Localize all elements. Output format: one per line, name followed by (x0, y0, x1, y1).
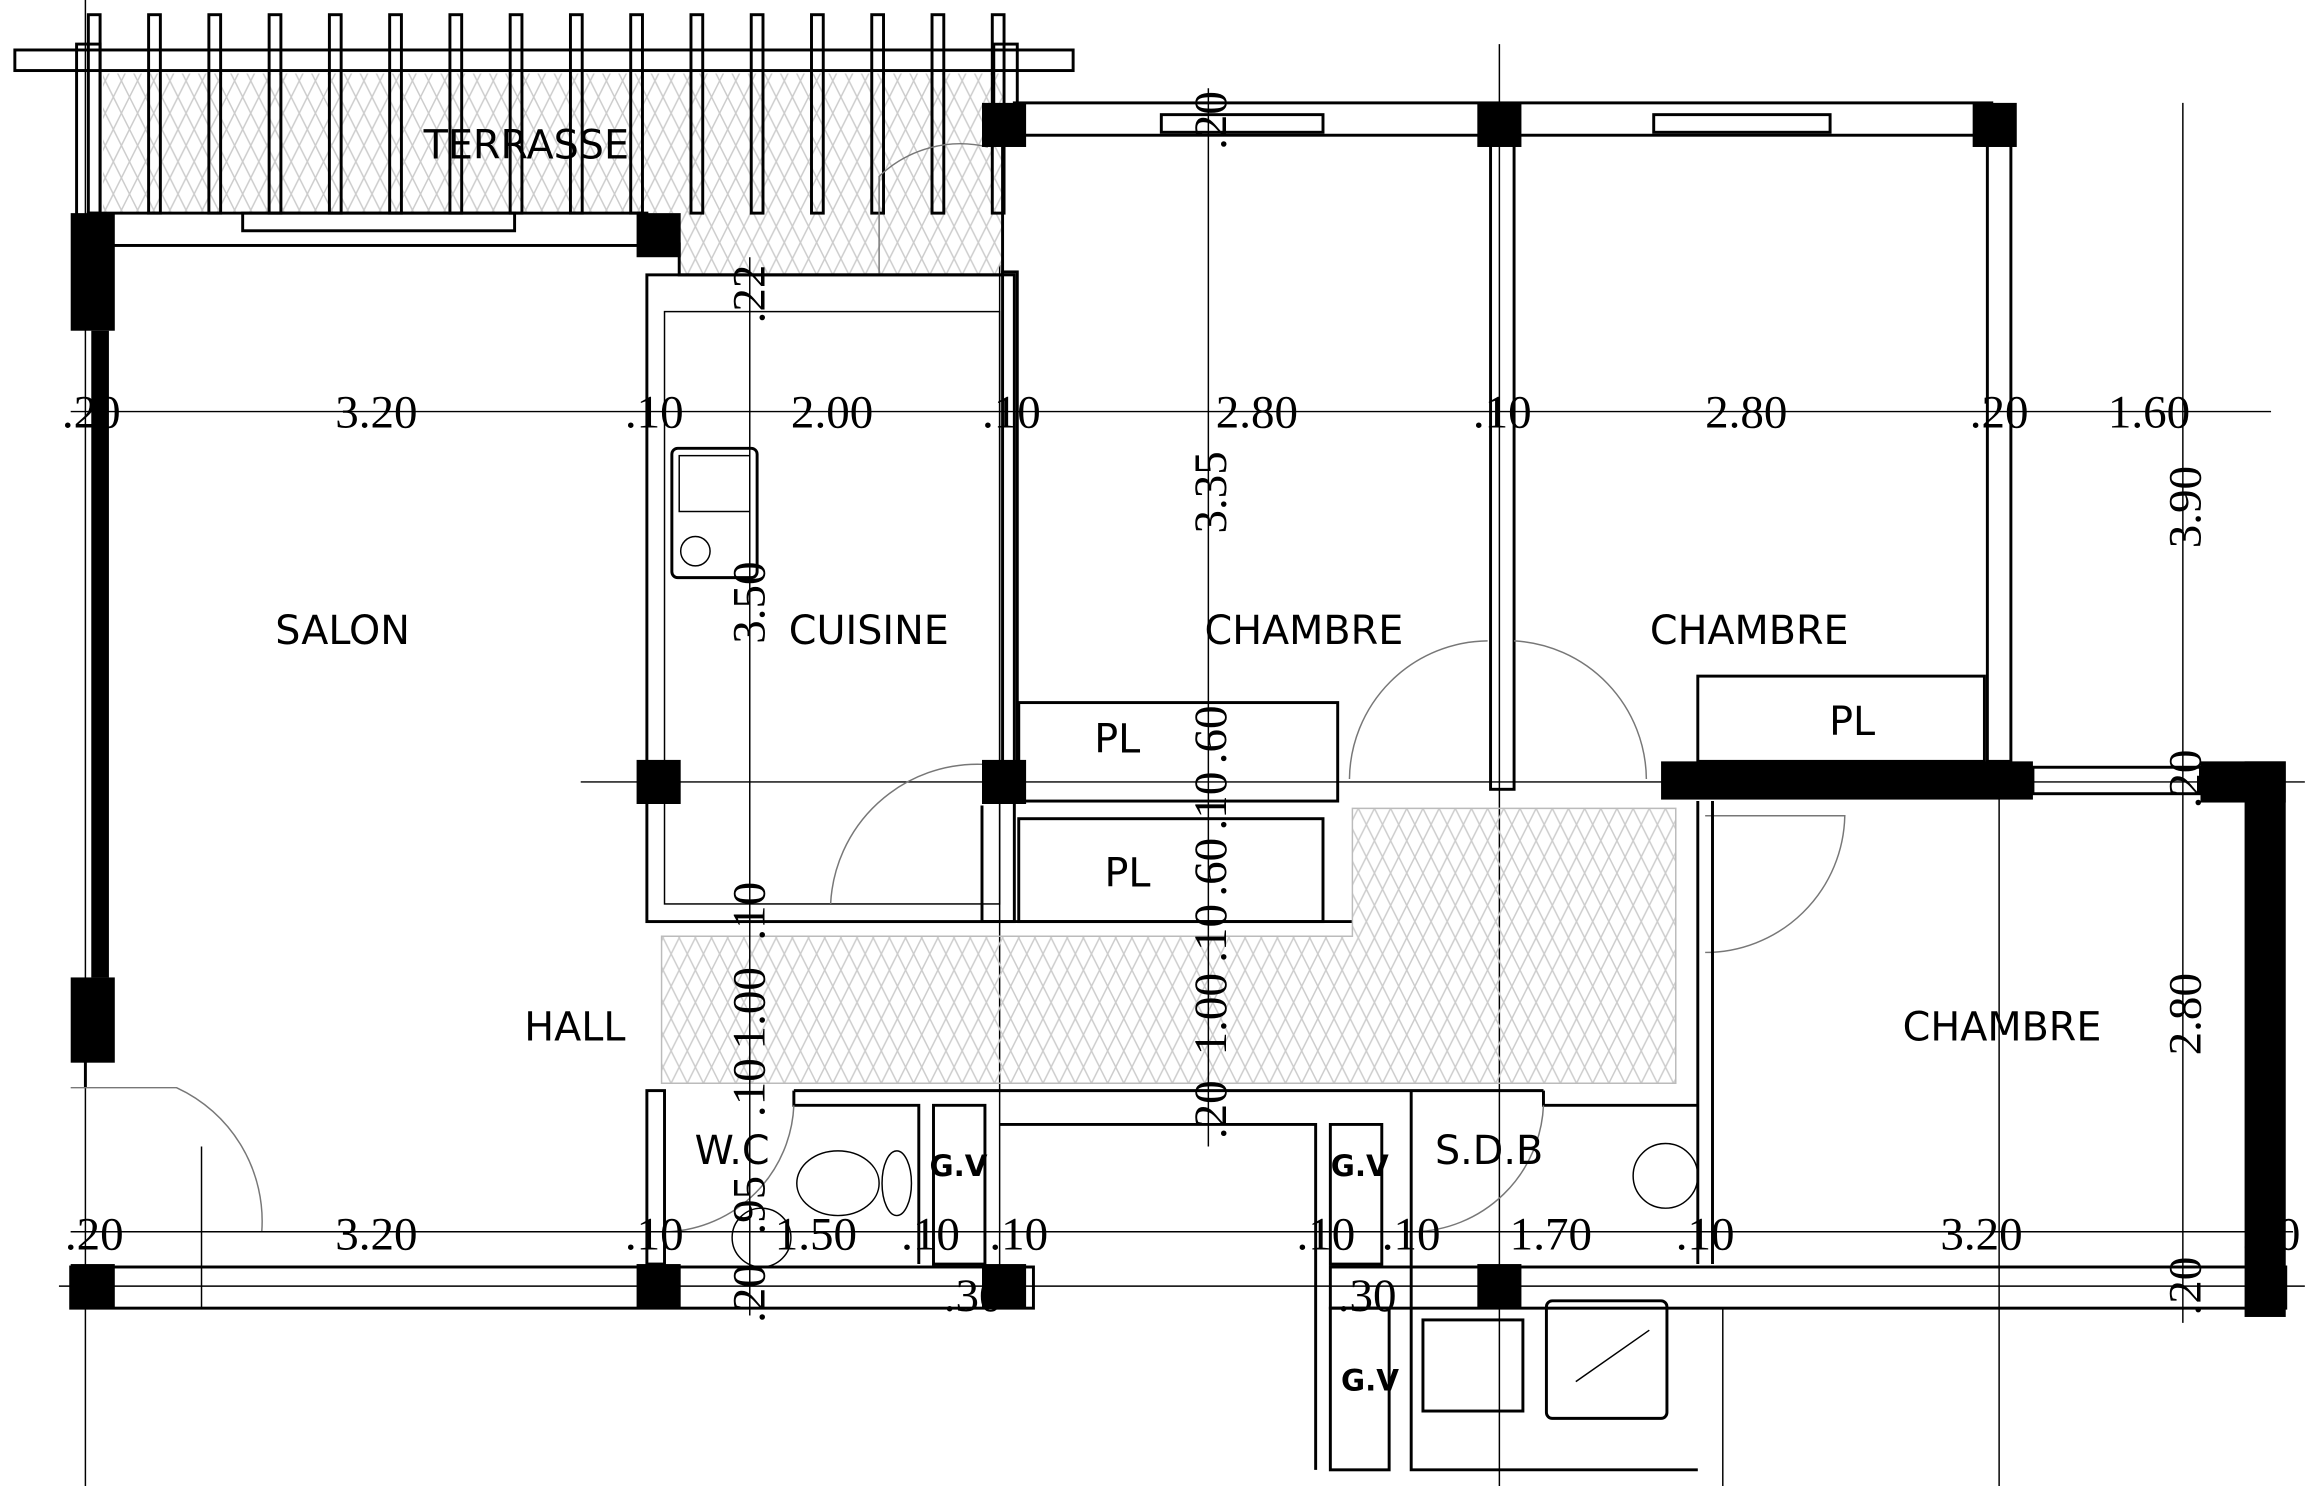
dim-label: .10 (625, 387, 684, 439)
dim-label: .20 (723, 1264, 775, 1323)
room-label-chambre-3: CHAMBRE (1903, 1005, 2102, 1051)
dim-label: 3.20 (1940, 1208, 2022, 1260)
dim-label: .60 (1185, 838, 1237, 897)
dimension-lines (70, 88, 2294, 1323)
room-label-chambre-2: CHAMBRE (1650, 608, 1849, 654)
dim-label: .30 (944, 1270, 1003, 1322)
axis-lines (58, 0, 2305, 1486)
dim-label: .20 (2159, 1257, 2211, 1316)
dim-label: 3.20 (335, 387, 417, 439)
room-label-chambre-1: CHAMBRE (1205, 608, 1404, 654)
dim-label: .10 (625, 1208, 684, 1260)
dim-label: 1.60 (2108, 387, 2190, 439)
room-label-pl-3: PL (1829, 699, 1875, 745)
dim-label: 3.90 (2159, 466, 2211, 548)
room-label-wc: W.C (695, 1128, 770, 1174)
room-label-gv-2: G.V (1331, 1149, 1389, 1183)
room-label-gv-3: G.V (1341, 1363, 1399, 1397)
dim-label: .10 (989, 1208, 1048, 1260)
room-label-sdb: S.D.B (1435, 1128, 1543, 1174)
dim-label: .20 (1970, 387, 2029, 439)
dim-label: 2.80 (1705, 387, 1787, 439)
baluster (810, 13, 825, 215)
baluster (749, 13, 765, 215)
dim-label: .10 (1185, 772, 1237, 831)
dimension-labels: .20 3.20 .10 2.00 .10 2.80 .10 2.80 .20 … (62, 91, 2301, 1323)
room-label-terrasse: TERRASSE (423, 123, 629, 169)
room-label-salon: SALON (275, 608, 410, 654)
dim-label: .10 (723, 882, 775, 941)
dim-label: 1.70 (1510, 1208, 1592, 1260)
dim-label: .20 (62, 387, 121, 439)
dim-label: 3.50 (723, 561, 775, 643)
room-label-hall: HALL (524, 1005, 625, 1051)
dim-label: .10 (1185, 904, 1237, 963)
dim-label: .10 (1382, 1208, 1441, 1260)
dim-label: .30 (1338, 1270, 1397, 1322)
walls (69, 101, 2288, 1486)
dim-label: .20 (2242, 1208, 2301, 1260)
dim-label: 1.00 (723, 967, 775, 1049)
baluster (689, 13, 705, 215)
room-label-cuisine: CUISINE (789, 608, 949, 654)
dim-label: .20 (65, 1208, 124, 1260)
dim-label: .60 (1185, 706, 1237, 765)
dim-label: 2.80 (2159, 973, 2211, 1055)
dim-label: .22 (723, 265, 775, 324)
dim-label: .20 (1185, 1080, 1237, 1139)
dim-label: .20 (2159, 750, 2211, 809)
dim-label: .20 (1185, 91, 1237, 150)
dim-label: 2.00 (791, 387, 873, 439)
dim-label: .10 (1297, 1208, 1356, 1260)
dim-label: 3.20 (335, 1208, 417, 1260)
dim-label: .10 (1473, 387, 1532, 439)
dim-label: 2.80 (1216, 387, 1298, 439)
dim-label: .10 (1676, 1208, 1735, 1260)
dim-label: .10 (723, 1058, 775, 1117)
room-label-pl-1: PL (1094, 717, 1140, 763)
room-labels: TERRASSE SALON CUISINE CHAMBRE CHAMBRE C… (275, 123, 2101, 1398)
dim-label: .10 (982, 387, 1041, 439)
dim-label: 3.35 (1185, 451, 1237, 533)
baluster (930, 13, 946, 215)
dim-label: .10 (901, 1208, 960, 1260)
dim-label: 1.50 (775, 1208, 857, 1260)
baluster (870, 13, 885, 215)
room-label-pl-2: PL (1104, 850, 1150, 896)
dim-label: 1.00 (1185, 973, 1237, 1055)
dim-label: .95 (723, 1176, 775, 1235)
room-label-gv-1: G.V (929, 1149, 987, 1183)
